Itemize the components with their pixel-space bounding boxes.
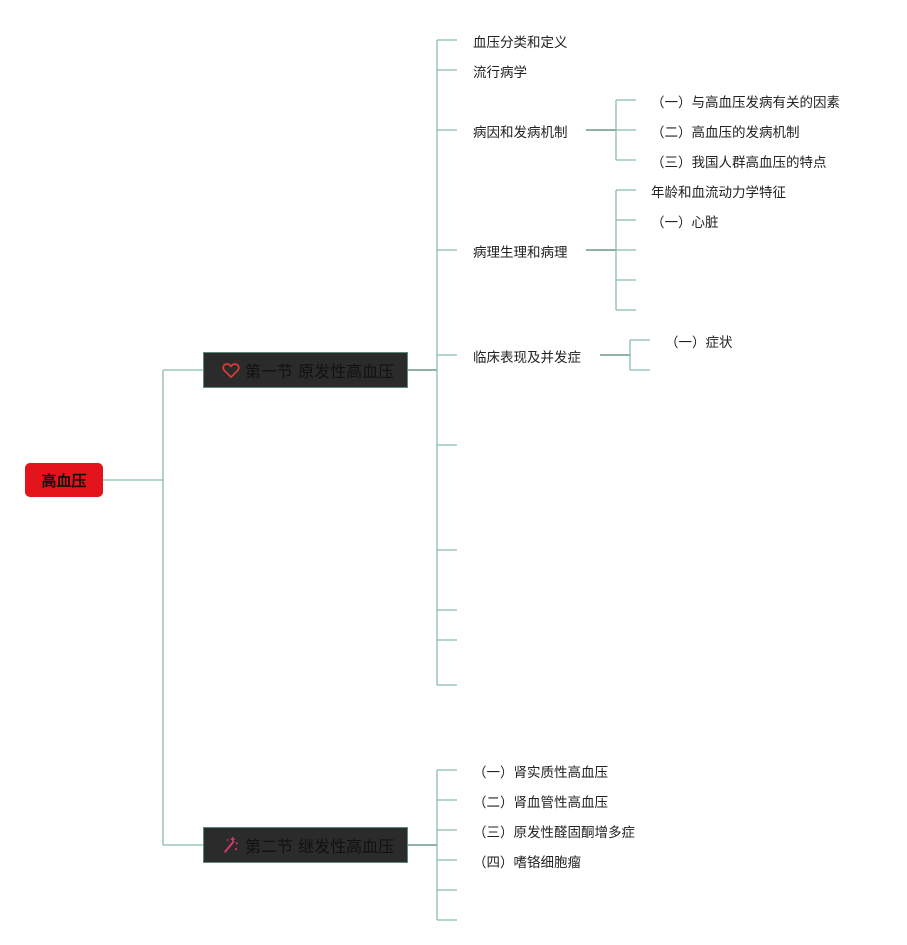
root-label: 高血压 (41, 471, 87, 490)
topic-clinical-manifestations[interactable]: 临床表现及并发症 (473, 350, 581, 366)
topic-pheochromocytoma[interactable]: （四）嗜铬细胞瘤 (473, 855, 581, 871)
subtopic-symptoms[interactable]: （一）症状 (665, 335, 733, 351)
subtopic-risk-factors[interactable]: （一）与高血压发病有关的因素 (651, 95, 840, 111)
section-label: 第二节 继发性高血压 (245, 837, 395, 856)
subtopic-heart[interactable]: （一）心脏 (651, 215, 719, 231)
topic-renovascular[interactable]: （二）肾血管性高血压 (473, 795, 608, 811)
heart-outline-icon (221, 360, 241, 380)
magic-wand-icon (221, 835, 241, 855)
subtopic-pathogenesis[interactable]: （二）高血压的发病机制 (651, 125, 800, 141)
connector-section-1-spine (436, 39, 457, 686)
root-node[interactable]: 高血压 (25, 463, 103, 497)
connector-section-2-spine (436, 769, 457, 921)
section-node-secondary-hypertension[interactable]: 第二节 继发性高血压 (203, 827, 408, 863)
topic-epidemiology[interactable]: 流行病学 (473, 65, 527, 81)
topic-renal-parenchymal[interactable]: （一）肾实质性高血压 (473, 765, 608, 781)
section-node-primary-hypertension[interactable]: 第一节 原发性高血压 (203, 352, 408, 388)
connector-clinical (629, 339, 650, 371)
topic-etiology-pathogenesis[interactable]: 病因和发病机制 (473, 125, 568, 141)
topic-classification-definition[interactable]: 血压分类和定义 (473, 35, 568, 51)
connector-root (103, 369, 203, 846)
subtopic-china-features[interactable]: （三）我国人群高血压的特点 (651, 155, 827, 171)
connector-patho (615, 189, 636, 311)
section-label: 第一节 原发性高血压 (245, 362, 395, 381)
topic-primary-aldosteronism[interactable]: （三）原发性醛固酮增多症 (473, 825, 635, 841)
connector-etiology (615, 99, 636, 161)
topic-pathophysiology-pathology[interactable]: 病理生理和病理 (473, 245, 568, 261)
subtopic-age-hemodynamics[interactable]: 年龄和血流动力学特征 (651, 185, 786, 201)
